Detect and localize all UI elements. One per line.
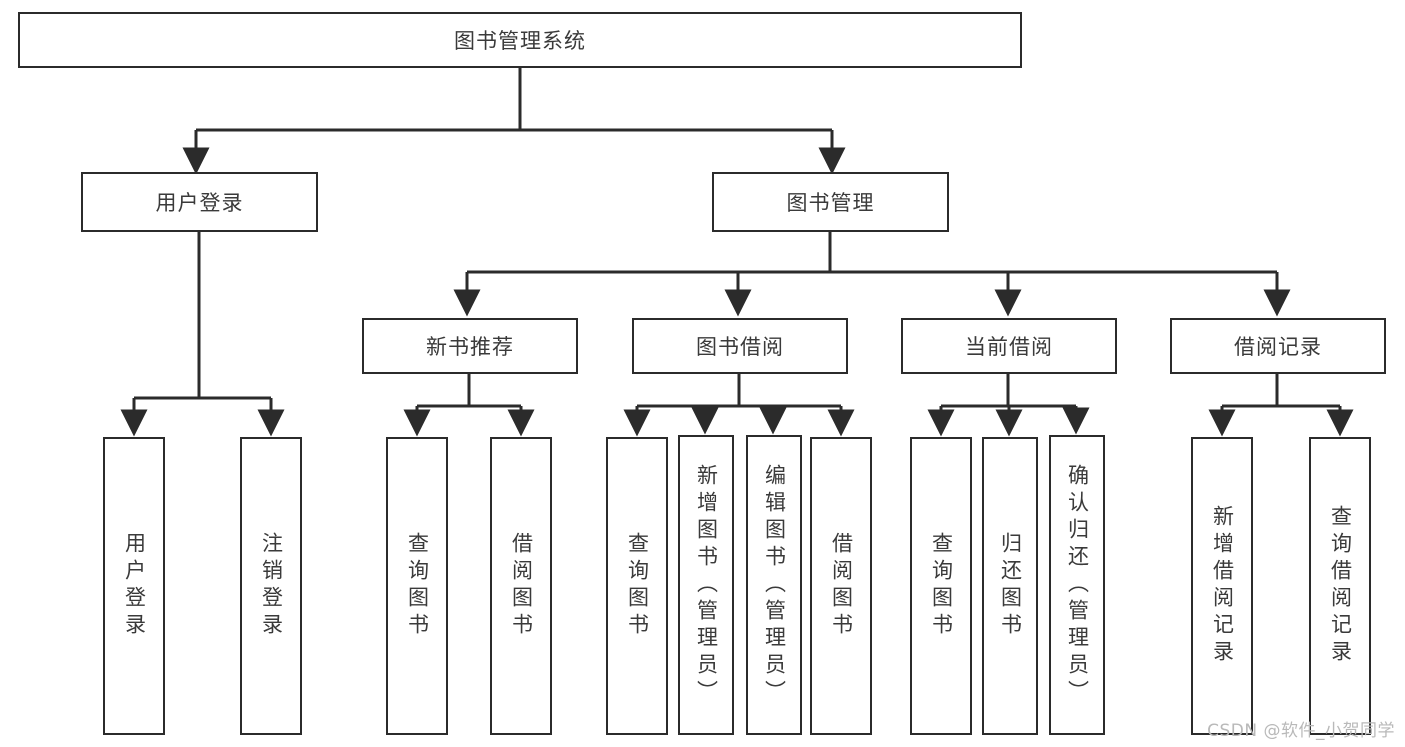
node-leaf-logout-login-label: 注销登录 [259, 532, 284, 640]
node-current-borrow[interactable]: 当前借阅 [901, 318, 1117, 374]
node-leaf-confirm-return[interactable]: 确认归还（管理员） [1049, 435, 1105, 735]
node-user-login[interactable]: 用户登录 [81, 172, 318, 232]
node-leaf-add-book-label: 新增图书（管理员） [694, 463, 719, 707]
node-leaf-query-record[interactable]: 查询借阅记录 [1309, 437, 1371, 735]
node-leaf-query-book-3-label: 查询图书 [929, 532, 954, 640]
node-root[interactable]: 图书管理系统 [18, 12, 1022, 68]
node-leaf-query-book-1[interactable]: 查询图书 [386, 437, 448, 735]
node-leaf-logout-login[interactable]: 注销登录 [240, 437, 302, 735]
node-new-book-recommend-label: 新书推荐 [426, 335, 514, 359]
node-leaf-return-book[interactable]: 归还图书 [982, 437, 1038, 735]
node-leaf-return-book-label: 归还图书 [998, 532, 1023, 640]
node-book-borrow-label: 图书借阅 [696, 335, 784, 359]
node-leaf-query-book-1-label: 查询图书 [405, 532, 430, 640]
node-leaf-add-record[interactable]: 新增借阅记录 [1191, 437, 1253, 735]
node-new-book-recommend[interactable]: 新书推荐 [362, 318, 578, 374]
node-leaf-edit-book-label: 编辑图书（管理员） [762, 463, 787, 707]
node-leaf-query-book-2-label: 查询图书 [625, 532, 650, 640]
node-leaf-add-record-label: 新增借阅记录 [1210, 505, 1235, 667]
node-leaf-borrow-book-2[interactable]: 借阅图书 [810, 437, 872, 735]
node-leaf-user-login[interactable]: 用户登录 [103, 437, 165, 735]
node-book-borrow[interactable]: 图书借阅 [632, 318, 848, 374]
node-root-label: 图书管理系统 [454, 29, 586, 53]
node-leaf-borrow-book-1[interactable]: 借阅图书 [490, 437, 552, 735]
node-leaf-borrow-book-1-label: 借阅图书 [509, 532, 534, 640]
node-book-management-label: 图书管理 [786, 191, 875, 215]
node-leaf-confirm-return-label: 确认归还（管理员） [1065, 463, 1090, 707]
node-leaf-user-login-label: 用户登录 [122, 532, 147, 640]
node-leaf-add-book[interactable]: 新增图书（管理员） [678, 435, 734, 735]
node-leaf-edit-book[interactable]: 编辑图书（管理员） [746, 435, 802, 735]
node-leaf-query-record-label: 查询借阅记录 [1328, 505, 1353, 667]
node-borrow-record-label: 借阅记录 [1234, 335, 1322, 359]
node-leaf-query-book-3[interactable]: 查询图书 [910, 437, 972, 735]
node-book-management[interactable]: 图书管理 [712, 172, 949, 232]
node-current-borrow-label: 当前借阅 [965, 335, 1053, 359]
node-leaf-borrow-book-2-label: 借阅图书 [829, 532, 854, 640]
node-leaf-query-book-2[interactable]: 查询图书 [606, 437, 668, 735]
node-borrow-record[interactable]: 借阅记录 [1170, 318, 1386, 374]
node-user-login-label: 用户登录 [155, 191, 244, 215]
